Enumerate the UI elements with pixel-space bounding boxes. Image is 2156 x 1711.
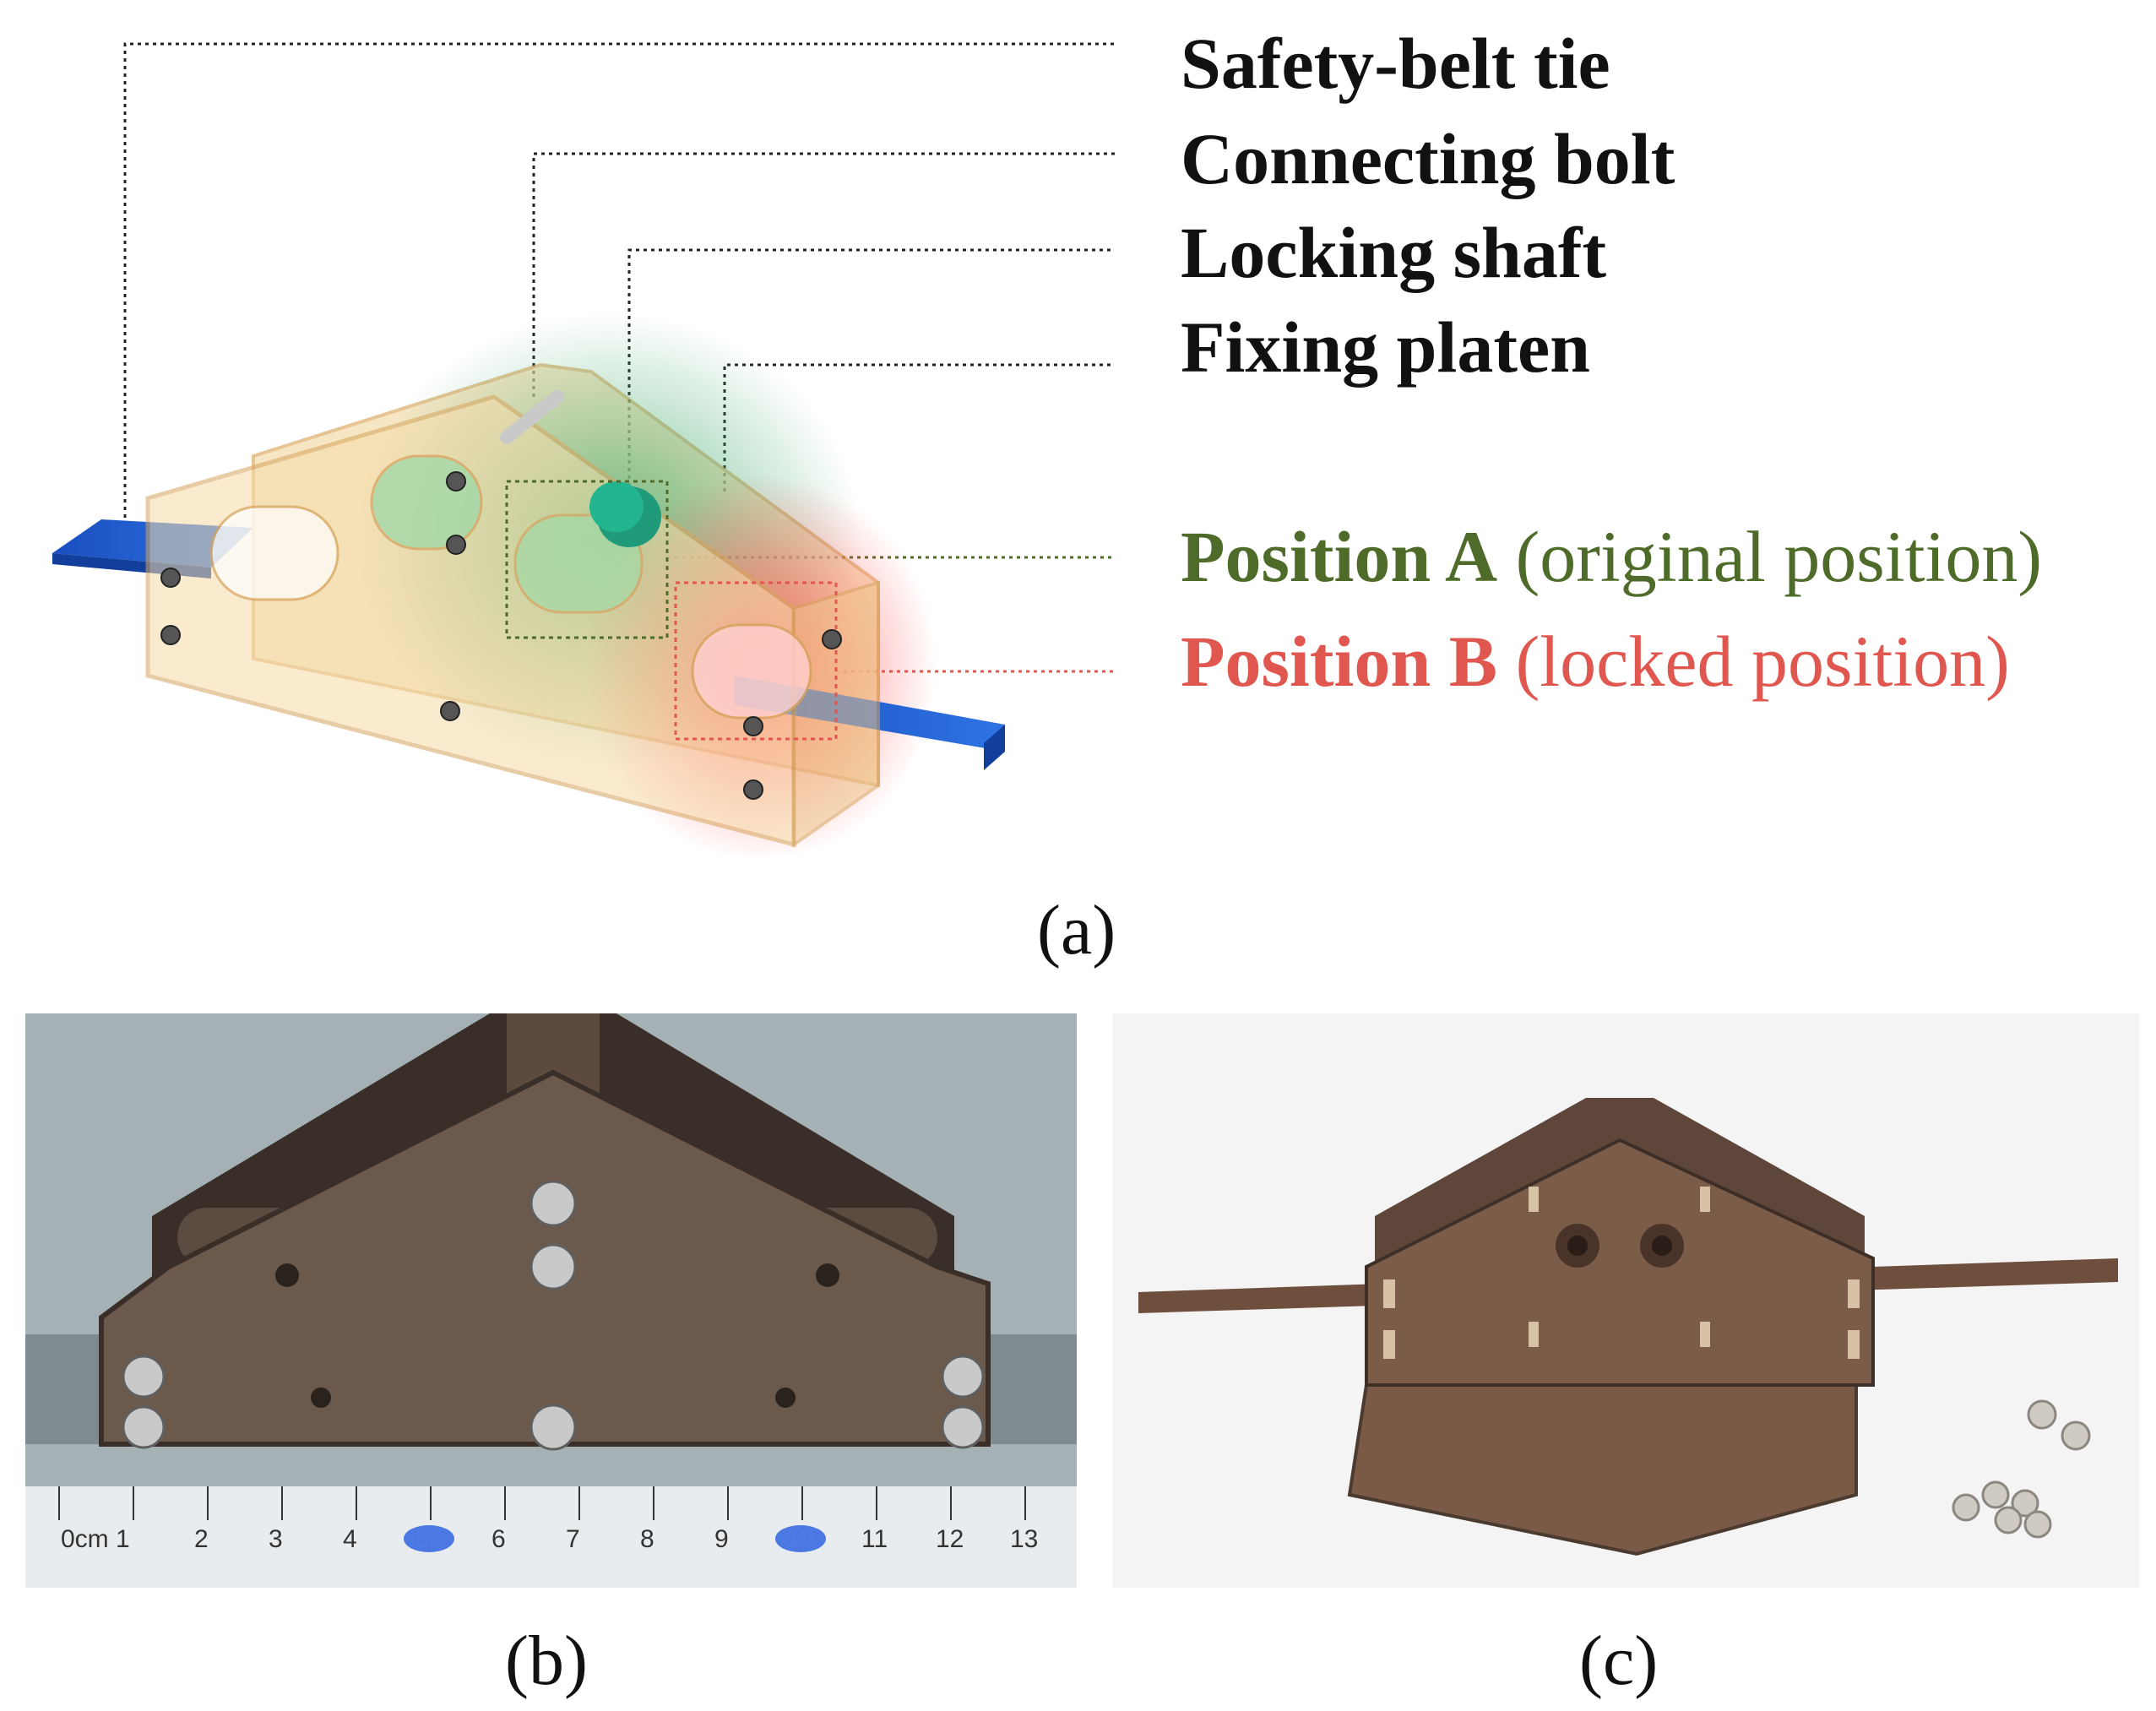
ruler-tick: 8 [640,1525,654,1553]
screws [160,471,842,800]
label-fixing-platen: Fixing platen [1181,307,1591,388]
label-position-a: Position A (original position) [1181,520,2042,593]
leader-safety-belt-tie [123,42,1115,540]
leader-lines [123,42,1115,540]
ruler-tick: 3 [269,1525,283,1553]
caption-b: (b) [505,1621,588,1700]
position-a-note: (original position) [1515,516,2043,597]
ruler-tick: 0cm 1 [61,1525,130,1553]
caption-c: (c) [1579,1621,1659,1700]
connecting-bolt [500,390,564,444]
position-a-name: Position A [1181,516,1498,597]
ruler-tick: 4 [343,1525,357,1553]
photo-perspective-view [1113,1013,2139,1588]
ruler [25,1486,1077,1588]
ruler-tick: 12 [936,1525,964,1553]
label-position-b: Position B (locked position) [1181,625,2010,698]
position-b-note: (locked position) [1515,621,2010,702]
leader-connecting-bolt [532,152,1115,397]
photo-front-view: 0cm 1 2 3 4 5 6 7 8 9 10 11 12 13 [25,1013,1077,1588]
position-b-name: Position B [1181,621,1498,702]
leader-locking-shaft [627,248,1115,494]
housing-front [1365,1138,1875,1387]
caption-a: (a) [1037,891,1116,970]
ruler-tick: 11 [861,1525,888,1553]
position-b-box [674,581,838,741]
ruler-tick: 6 [491,1525,506,1553]
hex-nuts [1952,1399,2091,1539]
label-locking-shaft: Locking shaft [1181,212,1607,293]
ruler-tick: 13 [1010,1525,1038,1553]
position-a-box [505,480,669,639]
ruler-tick: 9 [714,1525,729,1553]
ruler-tick: 7 [566,1525,580,1553]
ruler-tick: 2 [194,1525,209,1553]
device-schematic [52,42,1115,861]
label-safety-belt-tie: Safety-belt tie [1181,23,1610,104]
label-connecting-bolt: Connecting bolt [1181,118,1675,199]
